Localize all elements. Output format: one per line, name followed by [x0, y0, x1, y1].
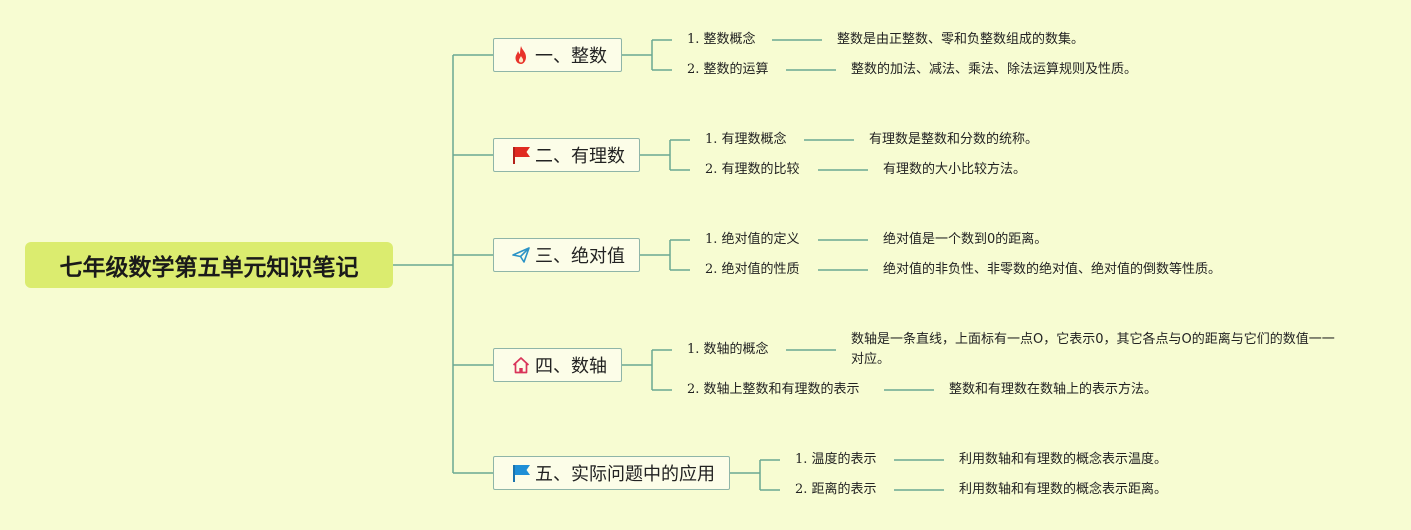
fire-icon	[511, 45, 531, 65]
detail-rational-concept[interactable]: 有理数是整数和分数的统称。	[869, 132, 1039, 147]
detail-number-line-concept[interactable]: 数轴是一条直线，上面标有一点O，它表示0，其它各点与O的距离与它们的数值一一对应…	[851, 332, 1335, 367]
subtopic-rational-comparison[interactable]: 2. 有理数的比较	[705, 162, 800, 177]
topic-label: 三、绝对值	[535, 246, 625, 267]
topic-label: 一、整数	[535, 46, 607, 67]
detail-absolute-definition[interactable]: 绝对值是一个数到0的距离。	[883, 232, 1048, 247]
subtopic-number-line-representation[interactable]: 2. 数轴上整数和有理数的表示	[687, 382, 860, 397]
subtopic-absolute-properties[interactable]: 2. 绝对值的性质	[705, 262, 800, 277]
topic-absolute-value[interactable]: 三、绝对值	[493, 238, 640, 272]
topic-label: 四、数轴	[535, 356, 607, 377]
detail-integer-operations[interactable]: 整数的加法、减法、乘法、除法运算规则及性质。	[851, 62, 1138, 77]
central-topic[interactable]: 七年级数学第五单元知识笔记	[25, 242, 393, 288]
subtopic-temperature[interactable]: 1. 温度的表示	[795, 452, 877, 467]
topic-integers[interactable]: 一、整数	[493, 38, 622, 72]
subtopic-distance[interactable]: 2. 距离的表示	[795, 482, 877, 497]
subtopic-integer-concept[interactable]: 1. 整数概念	[687, 32, 756, 47]
subtopic-integer-operations[interactable]: 2. 整数的运算	[687, 62, 769, 77]
topic-practical-applications[interactable]: 五、实际问题中的应用	[493, 456, 730, 490]
detail-absolute-properties[interactable]: 绝对值的非负性、非零数的绝对值、绝对值的倒数等性质。	[883, 262, 1222, 277]
topic-rational-numbers[interactable]: 二、有理数	[493, 138, 640, 172]
blue-flag-icon	[511, 463, 531, 483]
subtopic-rational-concept[interactable]: 1. 有理数概念	[705, 132, 787, 147]
home-icon	[511, 355, 531, 375]
detail-integer-concept[interactable]: 整数是由正整数、零和负整数组成的数集。	[837, 32, 1085, 47]
subtopic-number-line-concept[interactable]: 1. 数轴的概念	[687, 342, 769, 357]
red-flag-icon	[511, 145, 531, 165]
topic-label: 二、有理数	[535, 146, 625, 167]
detail-distance[interactable]: 利用数轴和有理数的概念表示距离。	[959, 482, 1168, 497]
detail-rational-comparison[interactable]: 有理数的大小比较方法。	[883, 162, 1027, 177]
detail-temperature[interactable]: 利用数轴和有理数的概念表示温度。	[959, 452, 1168, 467]
detail-number-line-representation[interactable]: 整数和有理数在数轴上的表示方法。	[949, 382, 1158, 397]
topic-number-line[interactable]: 四、数轴	[493, 348, 622, 382]
subtopic-absolute-definition[interactable]: 1. 绝对值的定义	[705, 232, 800, 247]
paper-plane-icon	[511, 245, 531, 265]
topic-label: 五、实际问题中的应用	[535, 464, 715, 485]
